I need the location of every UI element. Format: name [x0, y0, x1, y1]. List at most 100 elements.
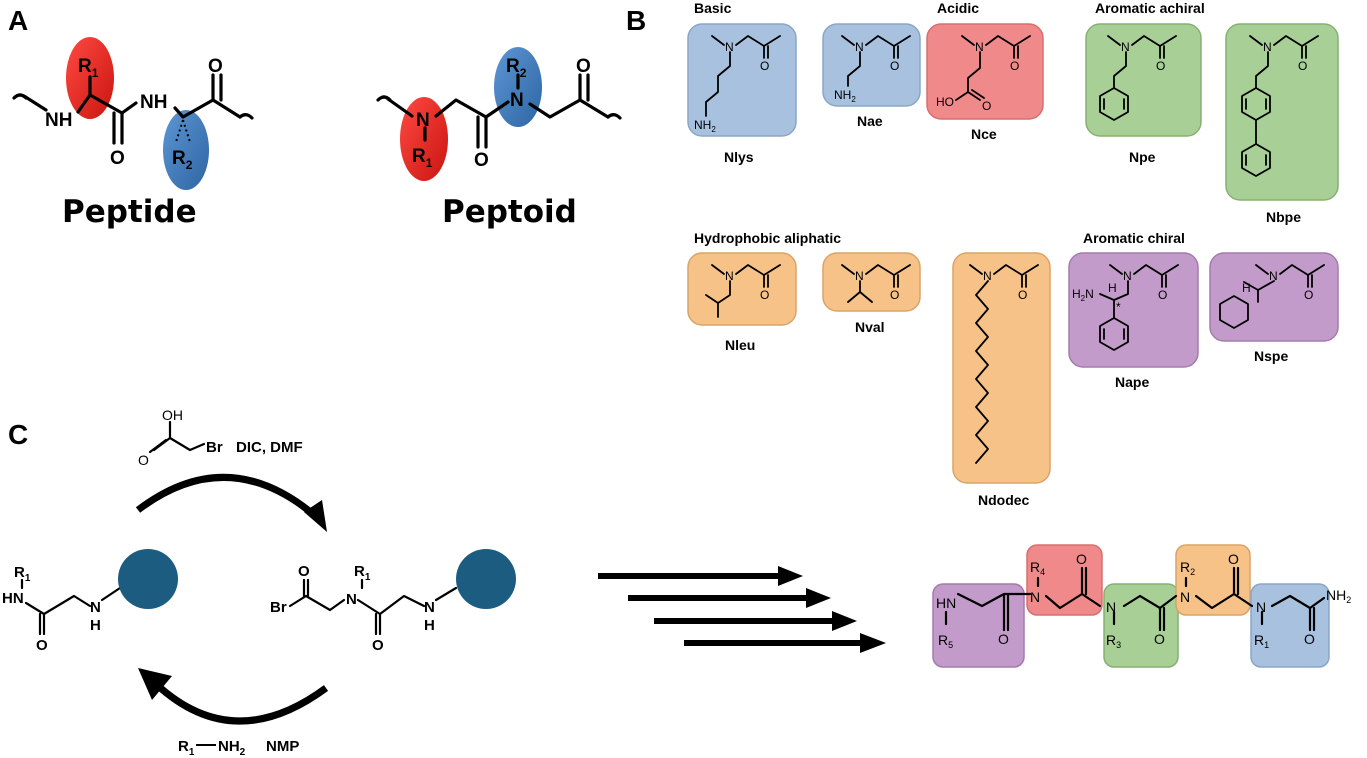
peptoid-n-right: N [510, 90, 524, 111]
peptide-structure: NH NH O O R1 R2 Peptide [12, 37, 254, 230]
svg-text:O: O [1018, 288, 1027, 302]
peptide-r2-highlight [163, 110, 209, 190]
panel-label-b: B [626, 5, 646, 36]
peptoid-o-bottom: O [474, 150, 489, 171]
svg-text:H: H [424, 617, 435, 634]
peptoid-n-left: N [416, 110, 430, 131]
monomer-name-ndodec: Ndodec [978, 492, 1030, 508]
monomer-nval: N O Nval [822, 252, 921, 335]
svg-text:R1: R1 [1254, 632, 1269, 650]
svg-text:O: O [998, 631, 1009, 647]
svg-text:O: O [982, 99, 991, 113]
category-acidic: Acidic [937, 0, 979, 16]
reagent-bottom-label: NMP [266, 738, 299, 755]
svg-text:NH2: NH2 [834, 88, 856, 104]
svg-text:N: N [1121, 40, 1130, 54]
peptide-o-bottom: O [110, 148, 125, 169]
monomer-nleu: N O Nleu [687, 252, 797, 353]
monomer-nbpe: N O Nbpe [1225, 23, 1339, 225]
svg-text:H2N: H2N [1072, 287, 1094, 303]
panel-label-c: C [8, 419, 28, 450]
svg-text:N: N [1256, 599, 1266, 615]
svg-text:Br: Br [206, 439, 223, 456]
category-hydrophobic-aliphatic: Hydrophobic aliphatic [694, 230, 841, 246]
peptide-nh-left: NH [45, 110, 72, 131]
monomer-ndodec: N O Ndodec [952, 252, 1051, 508]
svg-text:R1: R1 [14, 564, 31, 584]
svg-text:Br: Br [270, 599, 287, 616]
svg-text:N: N [424, 599, 435, 616]
svg-text:N: N [346, 591, 357, 608]
monomer-nape: N O H2N H * Nape [1068, 252, 1199, 390]
svg-text:O: O [1298, 59, 1307, 73]
svg-text:N: N [1269, 269, 1278, 283]
svg-text:HN: HN [936, 595, 956, 611]
cycle-arrow-bottom [153, 681, 329, 725]
svg-text:O: O [298, 563, 310, 580]
svg-text:N: N [1106, 599, 1116, 615]
svg-text:O: O [890, 288, 899, 302]
peptide-title: Peptide [62, 194, 197, 230]
svg-text:O: O [1154, 631, 1165, 647]
panel-label-a: A [8, 5, 28, 36]
svg-text:N: N [90, 599, 101, 616]
svg-text:O: O [1304, 288, 1313, 302]
monomer-name-nval: Nval [855, 319, 885, 335]
monomer-name-nae: Nae [857, 113, 883, 129]
svg-text:NH2: NH2 [694, 118, 716, 134]
monomer-name-nbpe: Nbpe [1266, 209, 1301, 225]
svg-text:N: N [983, 269, 992, 283]
cycle-arrow-top [135, 473, 323, 523]
svg-text:O: O [1228, 551, 1239, 567]
left-resin-molecule: R1 HN O N H [2, 549, 178, 654]
svg-text:O: O [1304, 631, 1315, 647]
monomer-nspe: N O H Nspe [1209, 252, 1339, 364]
cycle-arrowhead-top [304, 500, 327, 532]
peptide-r2-label: R2 [172, 148, 193, 172]
category-aromatic-achiral: Aromatic achiral [1095, 0, 1205, 16]
svg-text:N: N [1030, 589, 1040, 605]
cycle-arrowhead-bottom [138, 668, 172, 700]
middle-resin-molecule: O Br N R1 O N H [270, 549, 516, 654]
svg-text:R5: R5 [938, 632, 953, 650]
svg-text:HN: HN [2, 590, 24, 607]
svg-text:N: N [725, 269, 734, 283]
svg-text:O: O [1156, 59, 1165, 73]
peptide-r1-label: R1 [78, 56, 99, 80]
svg-text:H: H [90, 617, 101, 634]
svg-text:O: O [1158, 288, 1167, 302]
svg-text:N: N [975, 40, 984, 54]
svg-text:O: O [760, 288, 769, 302]
monomer-npe: N O Npe [1085, 23, 1202, 165]
svg-text:N: N [1180, 589, 1190, 605]
svg-text:O: O [760, 59, 769, 73]
category-basic: Basic [694, 0, 732, 16]
monomer-nce: N O HO O Nce [926, 23, 1044, 142]
reagent-top-label: DIC, DMF [236, 439, 303, 456]
monomer-name-nspe: Nspe [1254, 348, 1288, 364]
svg-text:NH2: NH2 [1326, 587, 1351, 605]
monomer-name-nape: Nape [1115, 374, 1149, 390]
svg-text:R1: R1 [354, 563, 371, 583]
peptoid-r1-label: R1 [412, 146, 433, 170]
monomer-name-nlys: Nlys [724, 149, 754, 165]
category-aromatic-chiral: Aromatic chiral [1083, 230, 1185, 246]
svg-text:H: H [1242, 281, 1251, 295]
svg-text:N: N [855, 40, 864, 54]
svg-text:NH2: NH2 [218, 738, 246, 758]
svg-text:HO: HO [936, 95, 954, 109]
svg-text:R4: R4 [1030, 559, 1045, 577]
svg-text:N: N [725, 40, 734, 54]
monomer-name-nleu: Nleu [725, 337, 755, 353]
svg-text:O: O [1076, 551, 1087, 567]
monomer-name-npe: Npe [1129, 149, 1156, 165]
peptoid-product: HN R5 O N R4 O N R3 O N R2 O N R1 O NH2 [932, 544, 1351, 668]
peptoid-o-top: O [576, 56, 591, 77]
svg-text:O: O [138, 452, 149, 468]
svg-text:N: N [1263, 40, 1272, 54]
svg-text:R3: R3 [1106, 632, 1121, 650]
peptoid-r2-label: R2 [506, 56, 527, 80]
peptide-nh-right: NH [140, 92, 167, 113]
resin-bead-right [456, 549, 516, 609]
